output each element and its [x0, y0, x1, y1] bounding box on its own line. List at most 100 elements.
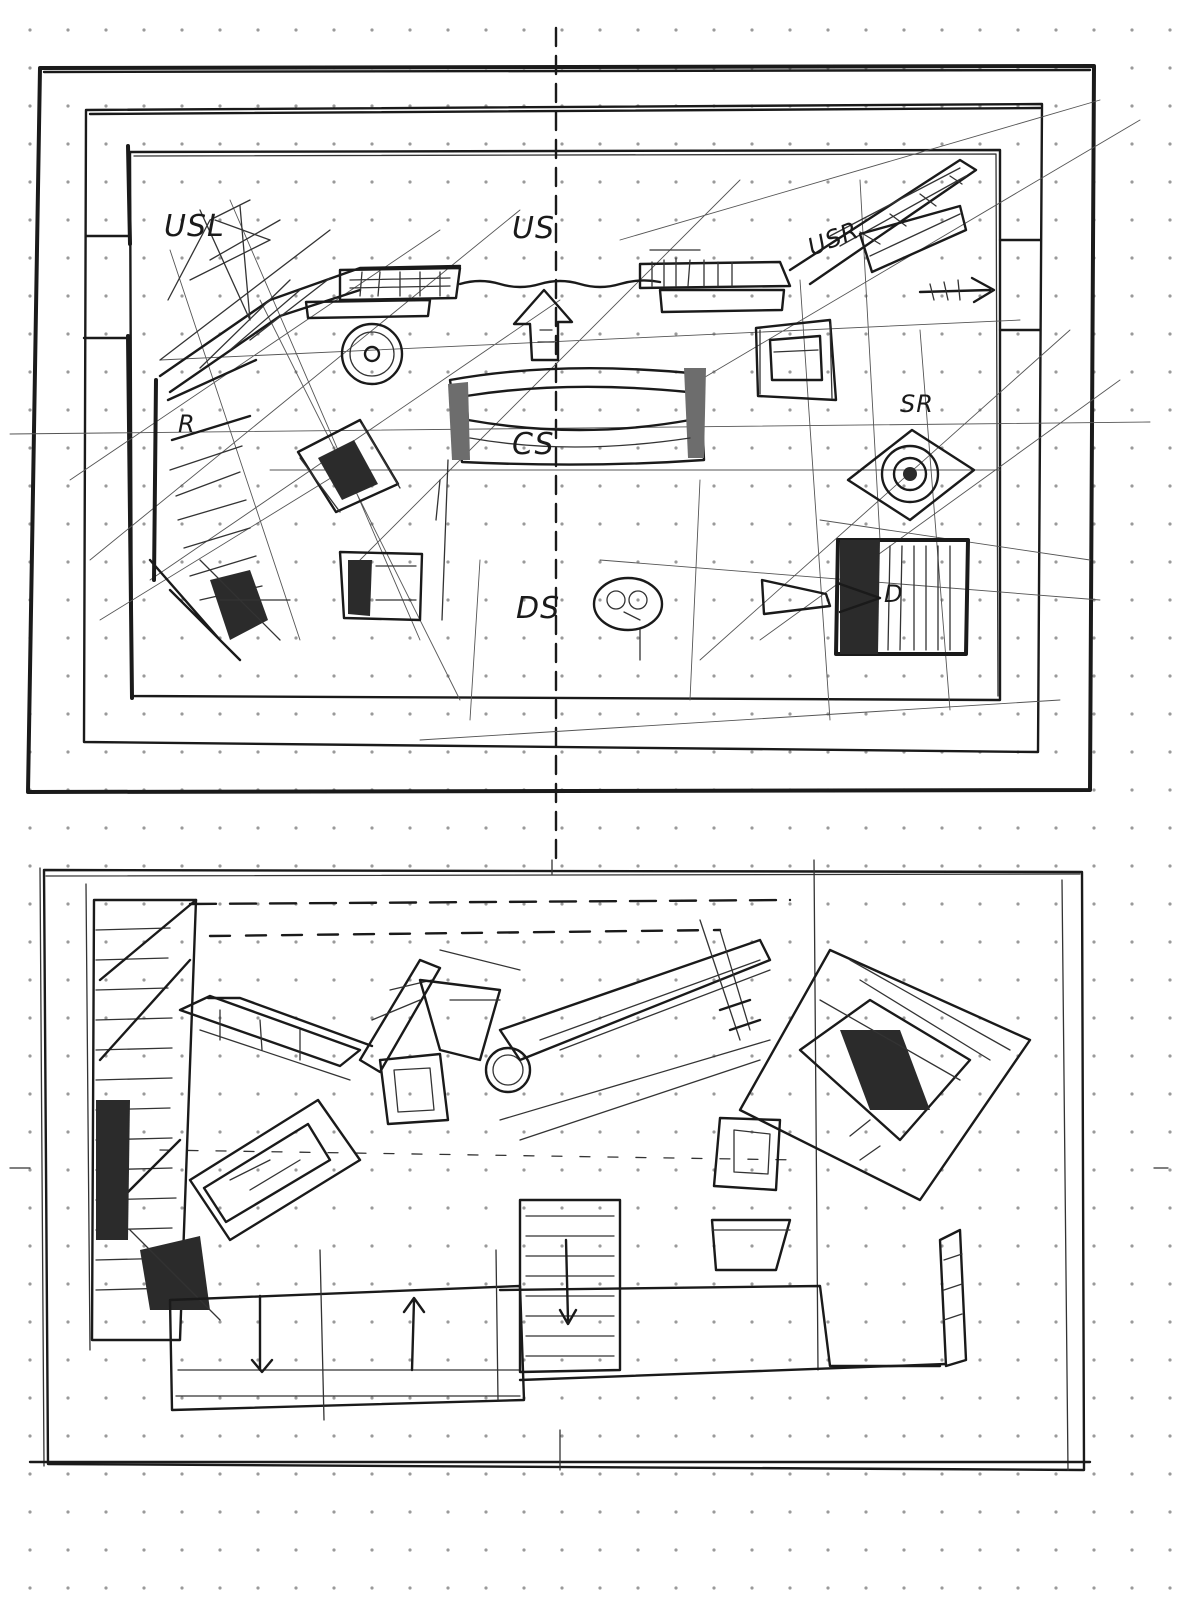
grid-dot [446, 256, 450, 260]
grid-dot [28, 1206, 32, 1210]
grid-dot [66, 1130, 70, 1134]
grid-dot [408, 1358, 412, 1362]
grid-dot [370, 1586, 374, 1590]
grid-dot [940, 1586, 944, 1590]
grid-dot [1168, 1206, 1172, 1210]
grid-dot [1130, 1168, 1134, 1172]
grid-dot [1168, 1282, 1172, 1286]
grid-dot [1130, 408, 1134, 412]
grid-dot [560, 1434, 564, 1438]
grid-dot [142, 712, 146, 716]
grid-dot [104, 484, 108, 488]
grid-dot [902, 180, 906, 184]
grid-dot [902, 332, 906, 336]
grid-dot [1092, 674, 1096, 678]
grid-dot [788, 1434, 792, 1438]
grid-dot [142, 256, 146, 260]
grid-dot [712, 598, 716, 602]
grid-dot [1016, 1586, 1020, 1590]
grid-dot [788, 674, 792, 678]
back-wall-dashes [159, 898, 801, 1161]
grid-dot [1168, 788, 1172, 792]
grid-dot [66, 826, 70, 830]
grid-dot [560, 180, 564, 184]
grid-dot [1016, 1244, 1020, 1248]
grid-dot [66, 1320, 70, 1324]
grid-dot [28, 256, 32, 260]
grid-dot [864, 484, 868, 488]
grid-dot [256, 978, 260, 982]
grid-dot [484, 1168, 488, 1172]
grid-dot [104, 978, 108, 982]
grid-dot [370, 636, 374, 640]
grid-dot [256, 1092, 260, 1096]
grid-dot [446, 826, 450, 830]
grid-dot [1016, 826, 1020, 830]
grid-dot [522, 28, 526, 32]
grid-dot [750, 560, 754, 564]
grid-dot [826, 370, 830, 374]
label-d: D [884, 580, 903, 608]
grid-dot [408, 370, 412, 374]
grid-dot [788, 256, 792, 260]
grid-dot [104, 332, 108, 336]
grid-dot [598, 826, 602, 830]
grid-dot [560, 940, 564, 944]
grid-dot [370, 1510, 374, 1514]
grid-dot [446, 408, 450, 412]
grid-dot [408, 1206, 412, 1210]
grid-dot [104, 940, 108, 944]
grid-dot [256, 446, 260, 450]
grid-dot [940, 180, 944, 184]
grid-dot [180, 1092, 184, 1096]
grid-dot [1092, 1586, 1096, 1590]
grid-dot [864, 446, 868, 450]
grid-dot [522, 1282, 526, 1286]
grid-dot [1130, 788, 1134, 792]
grid-dot [1016, 712, 1020, 716]
grid-dot [66, 1472, 70, 1476]
grid-dot [940, 294, 944, 298]
grid-dot [1168, 1434, 1172, 1438]
grid-dot [636, 1092, 640, 1096]
grid-dot [1168, 978, 1172, 982]
grid-dot [864, 864, 868, 868]
grid-dot [1130, 598, 1134, 602]
grid-dot [218, 902, 222, 906]
grid-dot [598, 1092, 602, 1096]
grid-dot [104, 1320, 108, 1324]
grid-dot [218, 1510, 222, 1514]
grid-dot [1130, 332, 1134, 336]
sketch-guidelines [69, 99, 1141, 741]
grid-dot [750, 1586, 754, 1590]
grid-dot [902, 522, 906, 526]
grid-dot [180, 1396, 184, 1400]
grid-dot [218, 1548, 222, 1552]
grid-dot [408, 256, 412, 260]
grid-dot [446, 1282, 450, 1286]
grid-dot [446, 712, 450, 716]
grid-dot [1168, 28, 1172, 32]
grid-dot [408, 674, 412, 678]
grid-dot [370, 1434, 374, 1438]
grid-dot [560, 826, 564, 830]
grid-dot [712, 1472, 716, 1476]
grid-dot [66, 712, 70, 716]
grid-dot [522, 598, 526, 602]
grid-dot [902, 1244, 906, 1248]
grid-dot [1016, 218, 1020, 222]
grid-dot [446, 1548, 450, 1552]
grid-dot [674, 522, 678, 526]
grid-dot [788, 408, 792, 412]
angled-chair-left [296, 418, 401, 514]
upstage-right-stair [788, 158, 978, 286]
grid-dot [1130, 180, 1134, 184]
grid-dot [142, 674, 146, 678]
grid-dot [978, 218, 982, 222]
grid-dot [332, 294, 336, 298]
grid-dot [370, 750, 374, 754]
grid-dot [294, 560, 298, 564]
grid-dot [256, 674, 260, 678]
grid-dot [104, 180, 108, 184]
grid-dot [66, 1206, 70, 1210]
